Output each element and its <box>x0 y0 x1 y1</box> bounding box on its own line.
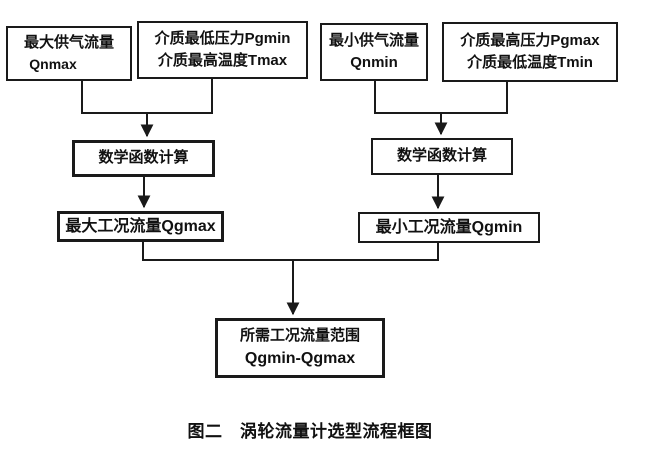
node-symbol: Qnmax <box>29 56 77 73</box>
connector-merge-right <box>374 81 508 136</box>
node-math-function-right: 数学函数计算 <box>371 138 513 175</box>
node-symbol: Qgmin-Qgmax <box>244 350 356 368</box>
node-min-working-flow: 最小工况流量Qgmin <box>358 212 540 243</box>
node-label: 最大供气流量 <box>23 33 114 51</box>
node-label: 介质最高压力Pgmax <box>460 31 600 49</box>
connector-merge-left <box>81 79 213 138</box>
node-label: 介质最低压力Pgmin <box>154 29 291 47</box>
node-label: 最小供气流量 <box>328 31 419 49</box>
node-required-flow-range: 所需工况流量范围 Qgmin-Qgmax <box>215 318 385 378</box>
figure-caption: 图二 涡轮流量计选型流程框图 <box>187 422 433 441</box>
node-max-supply-flow: 最大供气流量 Qnmax <box>6 26 132 81</box>
node-max-working-flow: 最大工况流量Qgmax <box>57 211 224 242</box>
node-label: 最大工况流量Qgmax <box>65 217 216 235</box>
node-label: 介质最高温度Tmax <box>157 52 288 69</box>
node-min-pressure-max-temp: 介质最低压力Pgmin 介质最高温度Tmax <box>137 21 308 79</box>
node-label: 所需工况流量范围 <box>239 326 360 344</box>
node-label: 数学函数计算 <box>396 147 487 165</box>
node-max-pressure-min-temp: 介质最高压力Pgmax 介质最低温度Tmin <box>442 22 618 82</box>
node-label: 数学函数计算 <box>98 149 189 167</box>
node-label: 最小工况流量Qgmin <box>375 218 523 236</box>
node-label: 介质最低温度Tmin <box>467 54 593 71</box>
node-symbol: Qnmin <box>350 54 398 71</box>
node-min-supply-flow: 最小供气流量 Qnmin <box>320 23 428 81</box>
node-math-function-left: 数学函数计算 <box>72 140 215 177</box>
connector-merge-bottom <box>142 242 439 316</box>
